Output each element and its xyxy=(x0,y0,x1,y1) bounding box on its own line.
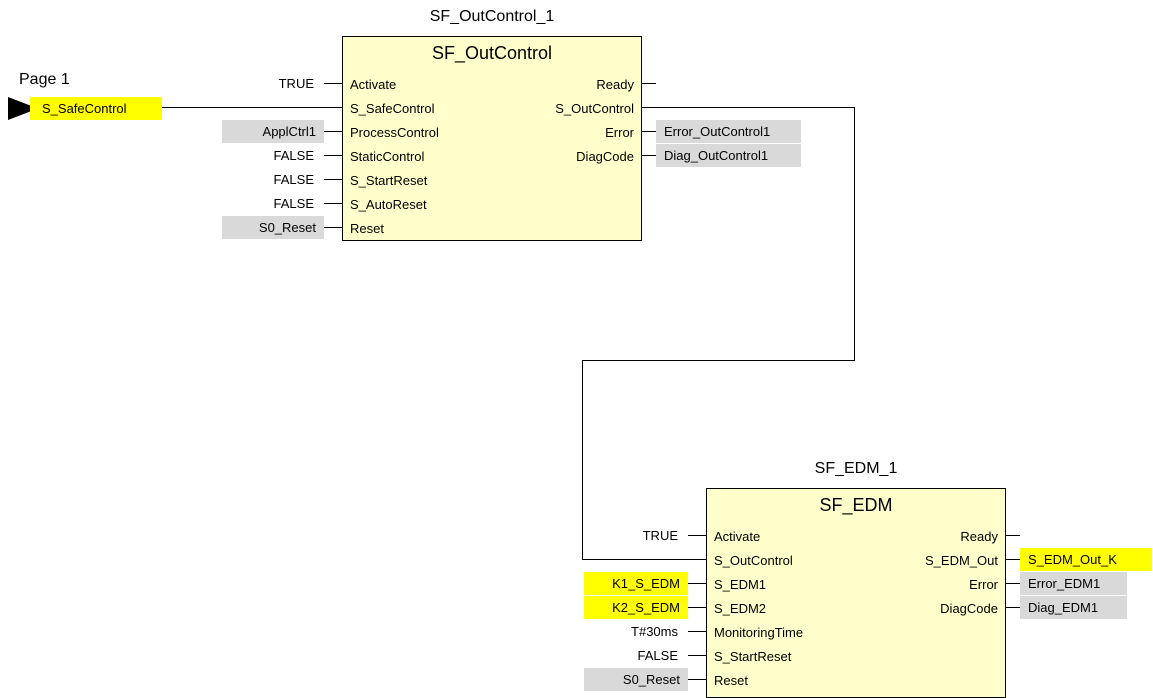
pin-ready: Ready xyxy=(596,77,634,92)
pin-activate: Activate xyxy=(350,77,397,92)
param-autoreset-false[interactable]: FALSE xyxy=(273,196,314,211)
param-activate-true[interactable]: TRUE xyxy=(642,528,678,543)
pin-monitoringtime: MonitoringTime xyxy=(714,625,804,640)
page-connector-arrow-icon xyxy=(8,97,38,120)
pin-reset: Reset xyxy=(714,673,748,688)
block-type-name: SF_OutControl xyxy=(431,43,553,63)
param-monitoringtime[interactable]: T#30ms xyxy=(631,624,678,639)
edm-instance-name: SF_EDM_1 xyxy=(814,460,898,477)
page-label: Page 1 xyxy=(19,71,70,88)
pin-s-outcontrol: S_OutControl xyxy=(714,553,793,568)
param-startreset-false[interactable]: FALSE xyxy=(637,648,678,663)
var-diag-edm1[interactable]: Diag_EDM1 xyxy=(1020,596,1127,619)
var-error-edm1[interactable]: Error_EDM1 xyxy=(1020,572,1127,595)
pin-s-outcontrol: S_OutControl xyxy=(555,101,634,116)
pin-diagcode: DiagCode xyxy=(940,601,998,616)
pin-diagcode: DiagCode xyxy=(576,149,634,164)
param-s0-reset[interactable]: S0_Reset xyxy=(584,668,688,691)
page-connector-s-safecontrol[interactable]: S_SafeControl xyxy=(30,97,162,120)
pin-s-startreset: S_StartReset xyxy=(350,173,428,188)
var-diag-outcontrol1[interactable]: Diag_OutControl1 xyxy=(656,144,801,167)
pin-s-startreset: S_StartReset xyxy=(714,649,792,664)
pin-ready: Ready xyxy=(960,529,998,544)
pin-error: Error xyxy=(605,125,634,140)
param-staticcontrol-false[interactable]: FALSE xyxy=(273,148,314,163)
outcontrol-instance-name: SF_OutControl_1 xyxy=(429,8,555,25)
pin-s-autoreset: S_AutoReset xyxy=(350,197,427,212)
pin-processcontrol: ProcessControl xyxy=(350,125,439,140)
function-block-sf-edm[interactable]: SF_EDM Activate S_OutControl S_EDM1 S_ED… xyxy=(706,488,1006,698)
param-applctrl1[interactable]: ApplCtrl1 xyxy=(222,120,324,143)
pin-activate: Activate xyxy=(714,529,761,544)
pin-s-edm1: S_EDM1 xyxy=(714,577,767,592)
pin-error: Error xyxy=(969,577,998,592)
param-k1-s-edm[interactable]: K1_S_EDM xyxy=(584,572,688,595)
param-activate-true[interactable]: TRUE xyxy=(278,76,314,91)
pin-staticcontrol: StaticControl xyxy=(350,149,425,164)
pin-s-safecontrol: S_SafeControl xyxy=(350,101,435,116)
var-s-edm-out-k[interactable]: S_EDM_Out_K xyxy=(1020,548,1152,571)
pin-s-edm-out: S_EDM_Out xyxy=(925,553,998,568)
block-type-name: SF_EDM xyxy=(819,495,893,515)
param-s0-reset[interactable]: S0_Reset xyxy=(222,216,324,239)
pin-reset: Reset xyxy=(350,221,384,236)
param-startreset-false[interactable]: FALSE xyxy=(273,172,314,187)
var-error-outcontrol1[interactable]: Error_OutControl1 xyxy=(656,120,801,143)
param-k2-s-edm[interactable]: K2_S_EDM xyxy=(584,596,688,619)
pin-s-edm2: S_EDM2 xyxy=(714,601,767,616)
function-block-sf-outcontrol[interactable]: SF_OutControl Activate S_SafeControl Pro… xyxy=(342,36,642,241)
wire-outcontrol-to-edm xyxy=(582,107,855,560)
